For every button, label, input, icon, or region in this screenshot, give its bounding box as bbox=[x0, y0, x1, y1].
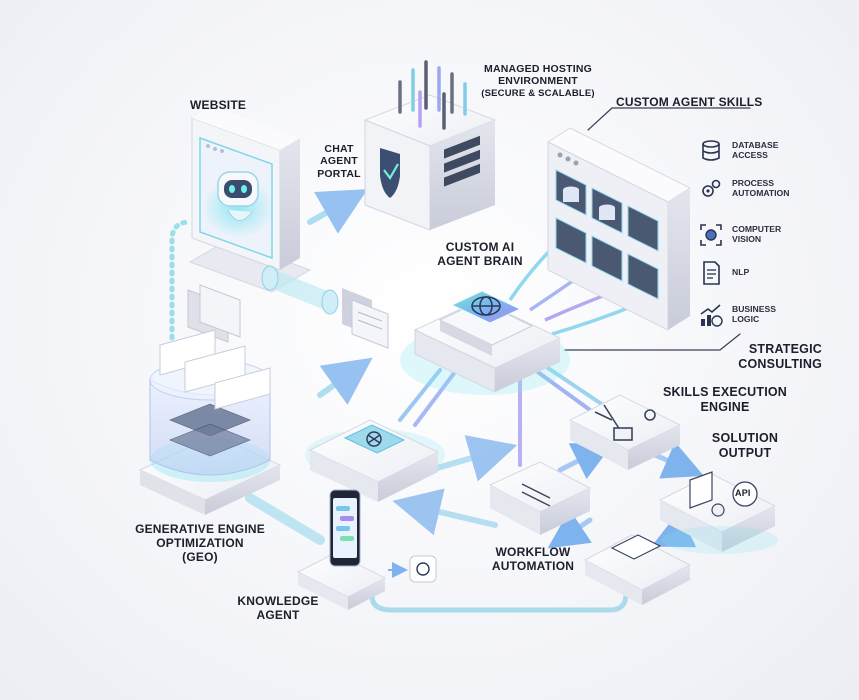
solution-output-box bbox=[658, 471, 778, 554]
pipe-geo-to-website bbox=[169, 219, 193, 373]
skill-item-nlp: NLP bbox=[698, 260, 749, 286]
hosting-label: MANAGED HOSTING ENVIRONMENT (SECURE & SC… bbox=[481, 63, 595, 99]
floating-cards bbox=[159, 329, 271, 410]
pipe-brain-to-center bbox=[398, 368, 442, 422]
pipe-center-to-workflow bbox=[427, 435, 518, 482]
pipe-skills-to-solution bbox=[652, 441, 704, 479]
tools-icon bbox=[594, 404, 656, 441]
openai-logo-icon bbox=[409, 555, 437, 583]
center-processor bbox=[305, 419, 445, 502]
pipe-workflow-to-skills bbox=[557, 443, 614, 480]
database-tile-icon bbox=[563, 186, 615, 220]
data-tube bbox=[261, 265, 339, 315]
pipe-workflow-bottom bbox=[547, 509, 593, 549]
report-icon bbox=[689, 471, 725, 517]
vision-icon bbox=[700, 224, 722, 246]
ai-logo-icon bbox=[366, 431, 382, 447]
workflow-label: WORKFLOW AUTOMATION bbox=[491, 545, 575, 574]
ai-brain-chip bbox=[400, 290, 570, 395]
pipe-brain-to-center-2 bbox=[413, 370, 457, 427]
pipe-brain-to-skills-engine-2 bbox=[546, 366, 605, 407]
chat-portal-label: CHAT AGENT PORTAL bbox=[317, 143, 361, 180]
brain-label: CUSTOM AI AGENT BRAIN bbox=[437, 240, 523, 269]
website-monitor bbox=[188, 106, 312, 293]
custom-skills-label: CUSTOM AGENT SKILLS bbox=[616, 95, 763, 109]
gears-icon bbox=[702, 179, 721, 197]
database-icon bbox=[702, 140, 720, 161]
chatbot-icon bbox=[217, 171, 259, 221]
server-rack-3 bbox=[444, 163, 480, 187]
knowledge-phone-box bbox=[296, 489, 437, 610]
arrow-chat-portal bbox=[307, 189, 368, 234]
cable-plugs bbox=[398, 60, 467, 130]
api-badge-text: API bbox=[735, 488, 751, 498]
growth-chart-icon bbox=[700, 304, 723, 327]
skills-engine-box bbox=[568, 394, 682, 470]
neural-layers bbox=[168, 403, 252, 457]
document-stack bbox=[187, 284, 389, 349]
skills-engine-label: SKILLS EXECUTION ENGINE bbox=[662, 385, 788, 414]
solution-output-label: SOLUTION OUTPUT bbox=[711, 431, 779, 460]
pipe-workflow-to-center bbox=[392, 488, 498, 536]
shield-icon bbox=[380, 148, 400, 198]
pipe-brain-to-skills-engine bbox=[533, 368, 592, 412]
geo-platform bbox=[138, 329, 282, 515]
flow-icon bbox=[521, 483, 551, 507]
pipe-geo-to-knowledge bbox=[245, 493, 325, 545]
knowledge-agent-label: KNOWLEDGE AGENT bbox=[237, 594, 319, 623]
arrow-geo-to-brain bbox=[317, 357, 373, 405]
strategic-pointer-line bbox=[564, 333, 741, 351]
website-label: WEBSITE bbox=[190, 98, 247, 112]
api-badge bbox=[732, 481, 758, 507]
globe-brain-icon bbox=[471, 296, 501, 316]
workflow-screen-box bbox=[583, 534, 692, 605]
strategic-consulting-label: STRATEGIC CONSULTING bbox=[738, 342, 822, 371]
skill-text: NLP bbox=[732, 267, 750, 278]
document-icon bbox=[703, 261, 720, 285]
connection-pipes bbox=[169, 107, 751, 613]
skills-pointer-line bbox=[587, 107, 613, 131]
server-rack-1 bbox=[444, 135, 480, 159]
pipe-knowledge-to-workflow bbox=[369, 591, 629, 613]
workflow-box bbox=[488, 461, 592, 535]
server-rack-2 bbox=[444, 149, 480, 173]
geo-label: GENERATIVE ENGINE OPTIMIZATION (GEO) bbox=[135, 522, 265, 565]
skills-panel bbox=[546, 127, 692, 331]
hosting-server bbox=[363, 60, 497, 231]
